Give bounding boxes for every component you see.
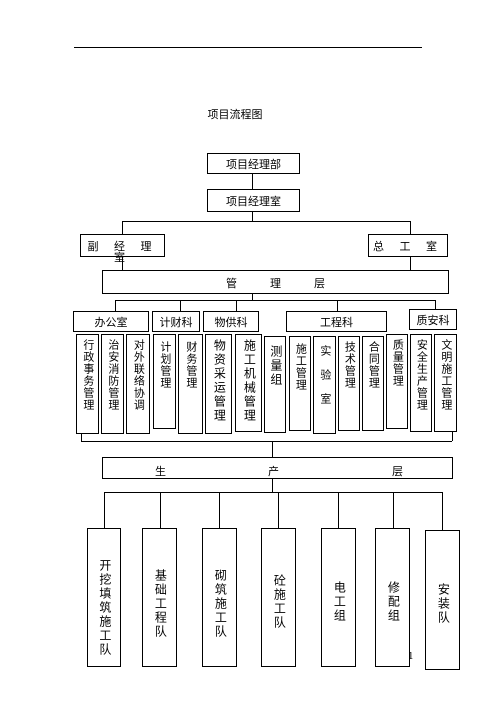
box-chief-engineer-office: 总 工 室 — [368, 234, 448, 257]
box-dept-supply: 物供科 — [203, 311, 259, 332]
connector — [393, 492, 394, 528]
box-dept-quality-safety: 质安科 — [409, 309, 457, 330]
dept-planning-finance-label: 计财科 — [159, 316, 193, 329]
connector — [252, 174, 253, 189]
team-label: 开挖填筑施工队 — [97, 559, 112, 657]
function-box: 文明施工管理 — [434, 334, 457, 432]
function-box: 技术管理 — [338, 336, 360, 431]
connector — [272, 479, 273, 492]
connector — [219, 492, 220, 528]
connector — [122, 221, 123, 234]
function-label: 计划管理 — [158, 341, 172, 389]
production-layer-char-1: 生 — [155, 465, 166, 478]
header-rule — [74, 47, 422, 48]
function-box: 安全生产管理 — [410, 334, 432, 432]
connector — [252, 212, 253, 221]
function-box: 治安消防管理 — [101, 334, 124, 434]
production-layer-char-3: 层 — [392, 465, 403, 478]
box-dept-planning-finance: 计财科 — [152, 311, 200, 332]
connector — [435, 300, 436, 309]
connector — [104, 492, 105, 528]
function-label: 质量管理 — [391, 339, 405, 387]
team-label: 修配组 — [386, 581, 401, 623]
function-label: 施工管理 — [294, 343, 308, 391]
connector — [278, 492, 279, 528]
deputy-office-label: 副 经 理 室 — [87, 240, 158, 264]
function-box: 测量组 — [264, 336, 286, 433]
connector — [338, 492, 339, 528]
function-label: 行政事务管理 — [81, 339, 95, 411]
connector — [122, 221, 410, 222]
connector — [236, 300, 237, 311]
chief-engineer-office-label: 总 工 室 — [373, 240, 443, 253]
function-box: 计划管理 — [153, 334, 176, 429]
connector — [81, 434, 82, 441]
box-manager-dept: 项目经理部 — [207, 153, 300, 174]
connector — [410, 257, 411, 270]
dept-engineering-label: 工程科 — [320, 316, 353, 329]
dept-quality-safety-label: 质安科 — [416, 314, 450, 327]
box-production-layer: 生 产 层 — [102, 457, 453, 479]
team-box: 砌筑施工队 — [202, 528, 237, 667]
function-label: 安全生产管理 — [415, 339, 429, 411]
box-management-layer: 管 理 层 — [102, 270, 449, 294]
connector — [115, 300, 435, 301]
box-dept-office: 办公室 — [73, 311, 149, 332]
function-box: 施工机械管理 — [235, 334, 262, 432]
function-box: 物资采运管理 — [205, 334, 232, 434]
box-manager-office: 项目经理室 — [207, 189, 300, 212]
function-label: 施工机械管理 — [242, 339, 257, 423]
page-number: 1 — [408, 652, 414, 662]
function-label: 物资采运管理 — [212, 339, 227, 423]
team-box: 基础工程队 — [142, 528, 177, 667]
dept-office-label: 办公室 — [94, 316, 128, 329]
page-title: 项目流程图 — [207, 108, 263, 121]
function-label: 治安消防管理 — [106, 339, 120, 411]
connector — [104, 492, 442, 493]
box-dept-engineering: 工程科 — [286, 311, 387, 332]
connector — [122, 257, 123, 270]
function-box: 合同管理 — [362, 336, 384, 431]
connector — [115, 300, 116, 311]
function-label: 对外联络协调 — [132, 339, 146, 411]
team-box: 砼施工队 — [261, 528, 296, 667]
manager-office-label: 项目经理室 — [226, 195, 281, 208]
team-box: 安装队 — [425, 530, 460, 670]
dept-supply-label: 物供科 — [214, 316, 248, 329]
connector — [252, 294, 253, 300]
function-box: 行政事务管理 — [76, 334, 99, 434]
connector — [337, 300, 338, 311]
function-label: 技术管理 — [343, 341, 357, 389]
team-label: 砼施工队 — [272, 574, 287, 630]
function-label: 文明施工管理 — [439, 339, 453, 411]
team-label: 砌筑施工队 — [213, 569, 228, 639]
team-box: 修配组 — [375, 528, 410, 667]
manager-dept-label: 项目经理部 — [226, 158, 281, 171]
function-box: 对外联络协调 — [126, 334, 150, 434]
function-box: 施工管理 — [289, 336, 311, 431]
function-box: 质量管理 — [386, 334, 408, 429]
connector — [180, 300, 181, 311]
function-label: 测量组 — [268, 345, 283, 387]
team-label: 电工组 — [332, 581, 347, 623]
connector — [81, 441, 452, 442]
function-label: 财务管理 — [184, 341, 198, 389]
production-layer-char-2: 产 — [268, 465, 279, 478]
connector — [272, 441, 273, 457]
team-box: 电工组 — [321, 528, 356, 667]
team-box: 开挖填筑施工队 — [87, 528, 121, 667]
box-deputy-office: 副 经 理 室 — [80, 234, 165, 263]
management-layer-label: 管 理 层 — [226, 277, 325, 290]
connector — [160, 492, 161, 528]
function-box: 实 验 室 — [313, 336, 336, 434]
team-label: 基础工程队 — [153, 569, 168, 639]
connector — [410, 221, 411, 234]
function-label: 合同管理 — [367, 341, 381, 389]
team-label: 安装队 — [436, 583, 451, 625]
connector — [442, 492, 443, 530]
function-label: 实 验 室 — [318, 345, 332, 405]
connector — [452, 432, 453, 441]
function-box: 财务管理 — [178, 334, 203, 434]
